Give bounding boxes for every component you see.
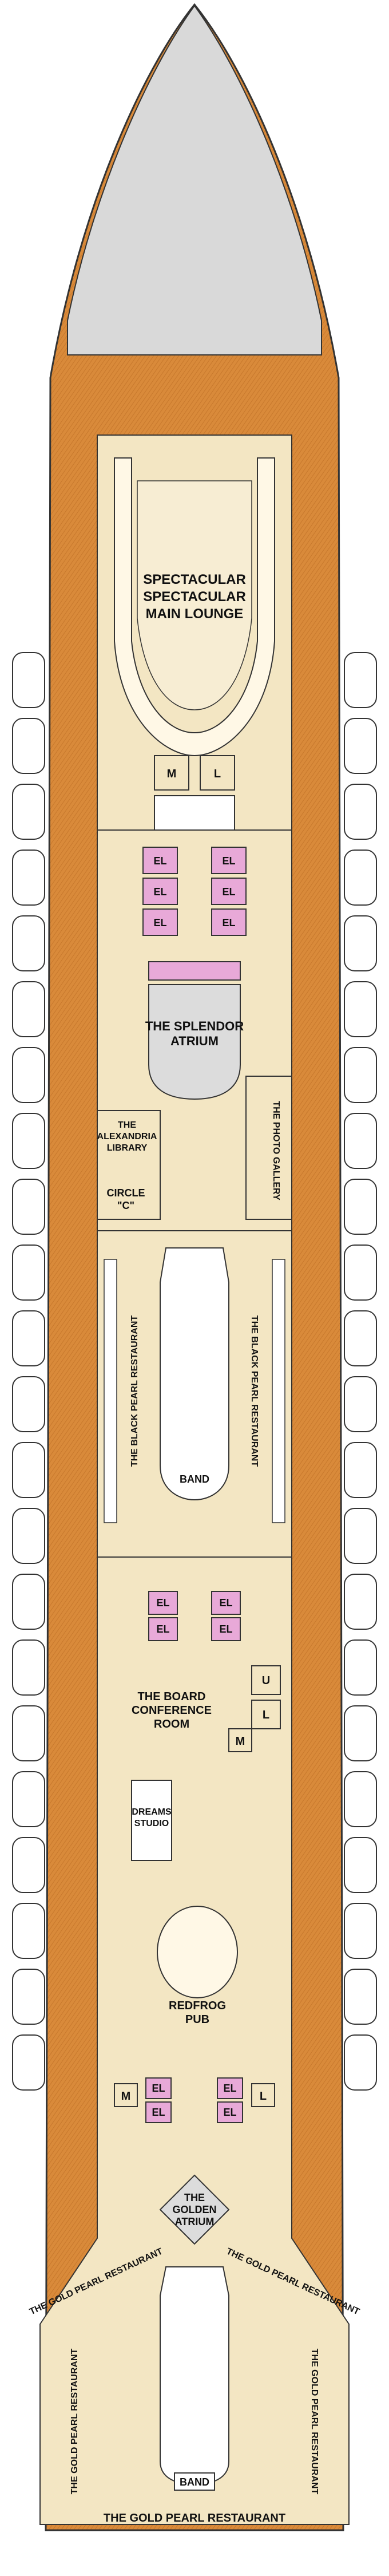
el-label: EL xyxy=(156,1597,169,1609)
main-lounge-label-1: SPECTACULAR xyxy=(143,572,246,587)
library-label-1: THE xyxy=(118,1120,136,1130)
elevator-bank-aft: EL EL EL EL xyxy=(145,2077,243,2123)
mens-restroom-label: M xyxy=(167,768,177,780)
band-upper-label: BAND xyxy=(180,1473,209,1485)
main-lounge-label-3: MAIN LOUNGE xyxy=(146,606,244,622)
el-label: EL xyxy=(152,2083,165,2094)
el-label: EL xyxy=(219,1623,232,1635)
el-label: EL xyxy=(222,917,235,929)
lounge-seating xyxy=(114,457,275,757)
circle-c-label-2: "C" xyxy=(117,1200,134,1211)
dreams-studio xyxy=(131,1780,172,1861)
el-label: EL xyxy=(153,855,166,867)
el-label: EL xyxy=(223,2083,236,2094)
black-pearl-tables xyxy=(104,1259,285,1523)
el-label: EL xyxy=(219,1597,232,1609)
bow-area xyxy=(67,5,322,355)
dreams-label-2: STUDIO xyxy=(134,1819,169,1828)
band-lower-label: BAND xyxy=(180,2476,209,2488)
golden-label-2: GOLDEN xyxy=(172,2204,216,2215)
board-label-2: CONFERENCE xyxy=(132,1704,212,1717)
ladies-restroom xyxy=(200,755,235,791)
ladies-restroom-aft xyxy=(251,2083,275,2107)
library-room xyxy=(97,1110,161,1220)
unisex-restroom xyxy=(251,1665,281,1695)
golden-label-3: ATRIUM xyxy=(175,2216,215,2227)
el-label: EL xyxy=(222,886,235,898)
stairs-forward xyxy=(154,795,235,831)
glass-elevators xyxy=(148,961,241,981)
gold-pearl-side-right-label: THE GOLD PEARL RESTAURANT xyxy=(309,2349,319,2495)
dreams-label-1: DREAMS xyxy=(132,1807,172,1817)
splendor-atrium xyxy=(148,984,241,1100)
mens-label-aft: M xyxy=(121,2090,131,2103)
band-lower-stage xyxy=(174,2472,215,2491)
el-label: EL xyxy=(153,917,166,929)
photo-gallery-area xyxy=(245,1076,292,1220)
atrium-label-2: ATRIUM xyxy=(170,1034,219,1048)
redfrog-pub-bar xyxy=(157,1906,238,1998)
ladies-label-aft: L xyxy=(260,2090,267,2103)
lounge-stage xyxy=(137,480,252,710)
redfrog-label-2: PUB xyxy=(185,2013,209,2026)
atrium-label-1: THE SPLENDOR xyxy=(145,1019,244,1033)
library-label-2: ALEXANDRIA xyxy=(97,1132,157,1141)
elevator-bank-forward: EL EL EL EL EL EL xyxy=(142,847,247,936)
gold-pearl-stage xyxy=(160,2266,229,2486)
ladies-label-mid: L xyxy=(263,1709,269,1721)
mens-restroom xyxy=(154,755,189,791)
gold-pearl-bottom-label: THE GOLD PEARL RESTAURANT xyxy=(104,2512,285,2524)
ladies-restroom-mid xyxy=(251,1700,281,1729)
circle-c-label-1: CIRCLE xyxy=(107,1187,145,1199)
ladies-restroom-label: L xyxy=(214,768,221,780)
el-label: EL xyxy=(152,2107,165,2118)
mens-restroom-aft xyxy=(114,2083,138,2107)
el-label: EL xyxy=(156,1623,169,1635)
photo-gallery-label: THE PHOTO GALLERY xyxy=(271,1101,281,1200)
golden-atrium xyxy=(159,2174,230,2245)
main-lounge-label-2: SPECTACULAR xyxy=(143,589,246,605)
el-label: EL xyxy=(153,886,166,898)
unisex-label: U xyxy=(262,1674,270,1687)
el-label: EL xyxy=(222,855,235,867)
library-label-3: LIBRARY xyxy=(107,1143,148,1153)
lifeboats-port xyxy=(12,652,45,2091)
lifeboats-starboard xyxy=(344,652,377,2091)
redfrog-label-1: REDFROG xyxy=(169,2000,226,2012)
el-label: EL xyxy=(223,2107,236,2118)
board-label-3: ROOM xyxy=(154,1718,189,1730)
mens-restroom-mid xyxy=(228,1728,252,1752)
mens-label-mid: M xyxy=(236,1735,245,1748)
gold-pearl-side-left-label: THE GOLD PEARL RESTAURANT xyxy=(70,2349,80,2495)
golden-label-1: THE xyxy=(184,2192,205,2203)
black-pearl-left-label: THE BLACK PEARL RESTAURANT xyxy=(130,1315,140,1467)
black-pearl-stage xyxy=(160,1247,229,1501)
black-pearl-right-label: THE BLACK PEARL RESTAURANT xyxy=(249,1315,259,1467)
elevator-bank-mid: EL EL EL EL xyxy=(148,1591,241,1641)
board-label-1: THE BOARD xyxy=(138,1690,206,1703)
